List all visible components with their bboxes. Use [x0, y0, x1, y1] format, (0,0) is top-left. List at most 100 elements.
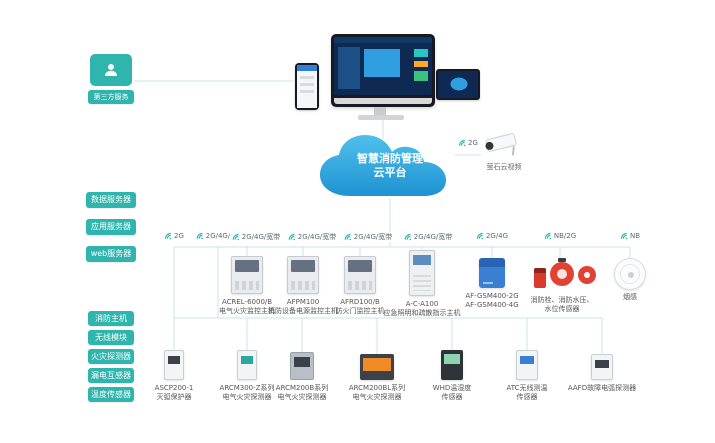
monitor-neck	[374, 107, 386, 116]
connection-label: 2G	[162, 232, 186, 240]
device-desc: 应急照明和疏散指示主机	[383, 309, 461, 317]
connection-text: 2G/4G/宽带	[413, 233, 453, 241]
connection-text: NB	[629, 232, 641, 240]
device-model: ARCM200BL系列	[348, 384, 406, 392]
device-label: AAFD故障电弧探测器	[554, 384, 650, 393]
cloud-shape	[320, 135, 446, 196]
connection-label: 2G/4G/NB	[193, 232, 243, 240]
connection-label: NB	[617, 232, 643, 240]
camera-label: 萤石云视频	[486, 163, 522, 171]
signal-icon	[344, 233, 352, 241]
desktop-monitor	[331, 34, 435, 107]
device-label: WHD温湿度传感器	[404, 384, 500, 402]
device-model: AF-GSM400-2G	[465, 292, 519, 300]
device-desc: 防火门监控主机	[335, 307, 385, 315]
wireless-temp-sensor-device	[516, 350, 538, 380]
connection-label: 2G/4G/宽带	[341, 232, 395, 242]
fire-detector-device	[237, 350, 257, 380]
badge-web-server: web服务器	[86, 246, 136, 262]
device-label: ARCM300-Z系列电气火灾探测器	[199, 384, 295, 402]
device-desc: 传感器	[441, 393, 463, 401]
cloud-title-line1: 智慧消防管理	[357, 152, 423, 165]
signal-icon	[404, 233, 412, 241]
badge-fire-detector: 火灾探测器	[88, 349, 134, 364]
device-model: AAFD故障电弧探测器	[567, 384, 637, 392]
device-desc: 电气火灾探测器	[222, 393, 272, 401]
camera-connection-text: 2G	[468, 139, 478, 147]
connection-label: 2G/4G	[473, 232, 511, 240]
device-model: ASCP200-1	[154, 384, 194, 392]
tablet-screen	[438, 71, 478, 98]
gsm-module-device	[479, 258, 505, 288]
device-label: ATC无线测温传感器	[479, 384, 575, 402]
device-model: ARCM300-Z系列	[219, 384, 275, 392]
device-model: A-C-A100	[405, 300, 439, 308]
humidity-sensor-device	[441, 350, 463, 380]
cloud-title-line2: 云平台	[373, 166, 407, 179]
device-model: 烟感	[623, 293, 637, 301]
phone-screen	[297, 65, 317, 108]
third-party-label: 第三方服务	[88, 90, 134, 104]
emergency-lighting-cabinet	[409, 250, 435, 296]
signal-icon	[476, 232, 484, 240]
smoke-detector-device	[614, 258, 646, 290]
hydrant-pressure-level-sensors	[532, 258, 596, 292]
connection-label: NB/2G	[541, 232, 579, 240]
device-label: ARCM200BL系列电气火灾探测器	[329, 384, 425, 402]
signal-icon	[232, 233, 240, 241]
connection-text: 2G/4G/宽带	[241, 233, 281, 241]
tablet	[436, 69, 480, 100]
arc-protector-device	[164, 350, 184, 380]
monitor-base	[358, 115, 404, 120]
device-desc: 水位传感器	[544, 305, 580, 313]
connection-text: 2G/4G/宽带	[297, 233, 337, 241]
device-label: 消防栓、消防水压、水位传感器	[514, 296, 610, 314]
device-desc: 电气火灾监控主机	[219, 307, 275, 315]
device-desc: 电气火灾探测器	[277, 393, 327, 401]
arc-fault-detector-device	[591, 354, 613, 380]
cloud-platform-title: 智慧消防管理 云平台	[312, 152, 468, 180]
level-sensor-icon	[578, 266, 596, 284]
smartphone	[295, 63, 319, 110]
badge-leakage-transformer: 漏电互感器	[88, 368, 134, 383]
badge-wireless-module: 无线模块	[88, 330, 134, 345]
signal-icon	[544, 232, 552, 240]
camera-connection: 2G	[456, 139, 480, 147]
device-desc: 传感器	[516, 393, 538, 401]
badge-data-server: 数据服务器	[86, 192, 136, 208]
signal-icon	[196, 232, 204, 240]
connection-text: NB/2G	[553, 232, 577, 240]
connection-label: 2G/4G/宽带	[401, 232, 455, 242]
device-model: ARCM200B系列	[275, 384, 329, 392]
third-party-icon-tile	[90, 54, 132, 86]
person-icon	[105, 64, 117, 76]
signal-icon	[288, 233, 296, 241]
device-model: 消防栓、消防水压、	[530, 296, 594, 304]
device-desc: AF-GSM400-4G	[465, 301, 519, 309]
connection-label: 2G/4G/宽带	[285, 232, 339, 242]
monitoring-host-device	[344, 256, 376, 294]
device-desc: 消防设备电源监控主机	[268, 307, 338, 315]
hydrant-icon	[534, 268, 546, 288]
connection-text: 2G	[174, 232, 184, 240]
device-model: ATC无线测温	[506, 384, 548, 392]
device-model: ACREL-6000/B	[221, 298, 273, 306]
badge-temperature-sensor: 温度传感器	[88, 387, 134, 402]
device-model: AFPM100	[286, 298, 320, 306]
monitoring-host-device	[231, 256, 263, 294]
connection-text: 2G/4G/NB	[205, 232, 241, 240]
device-model: AFRD100/B	[340, 298, 380, 306]
fire-detector-device	[360, 354, 394, 380]
signal-icon	[164, 232, 172, 240]
connection-text: 2G/4G/宽带	[353, 233, 393, 241]
device-model: WHD温湿度	[432, 384, 472, 392]
monitoring-host-device	[287, 256, 319, 294]
signal-icon	[458, 139, 466, 147]
device-desc: 灭弧保护器	[156, 393, 192, 401]
